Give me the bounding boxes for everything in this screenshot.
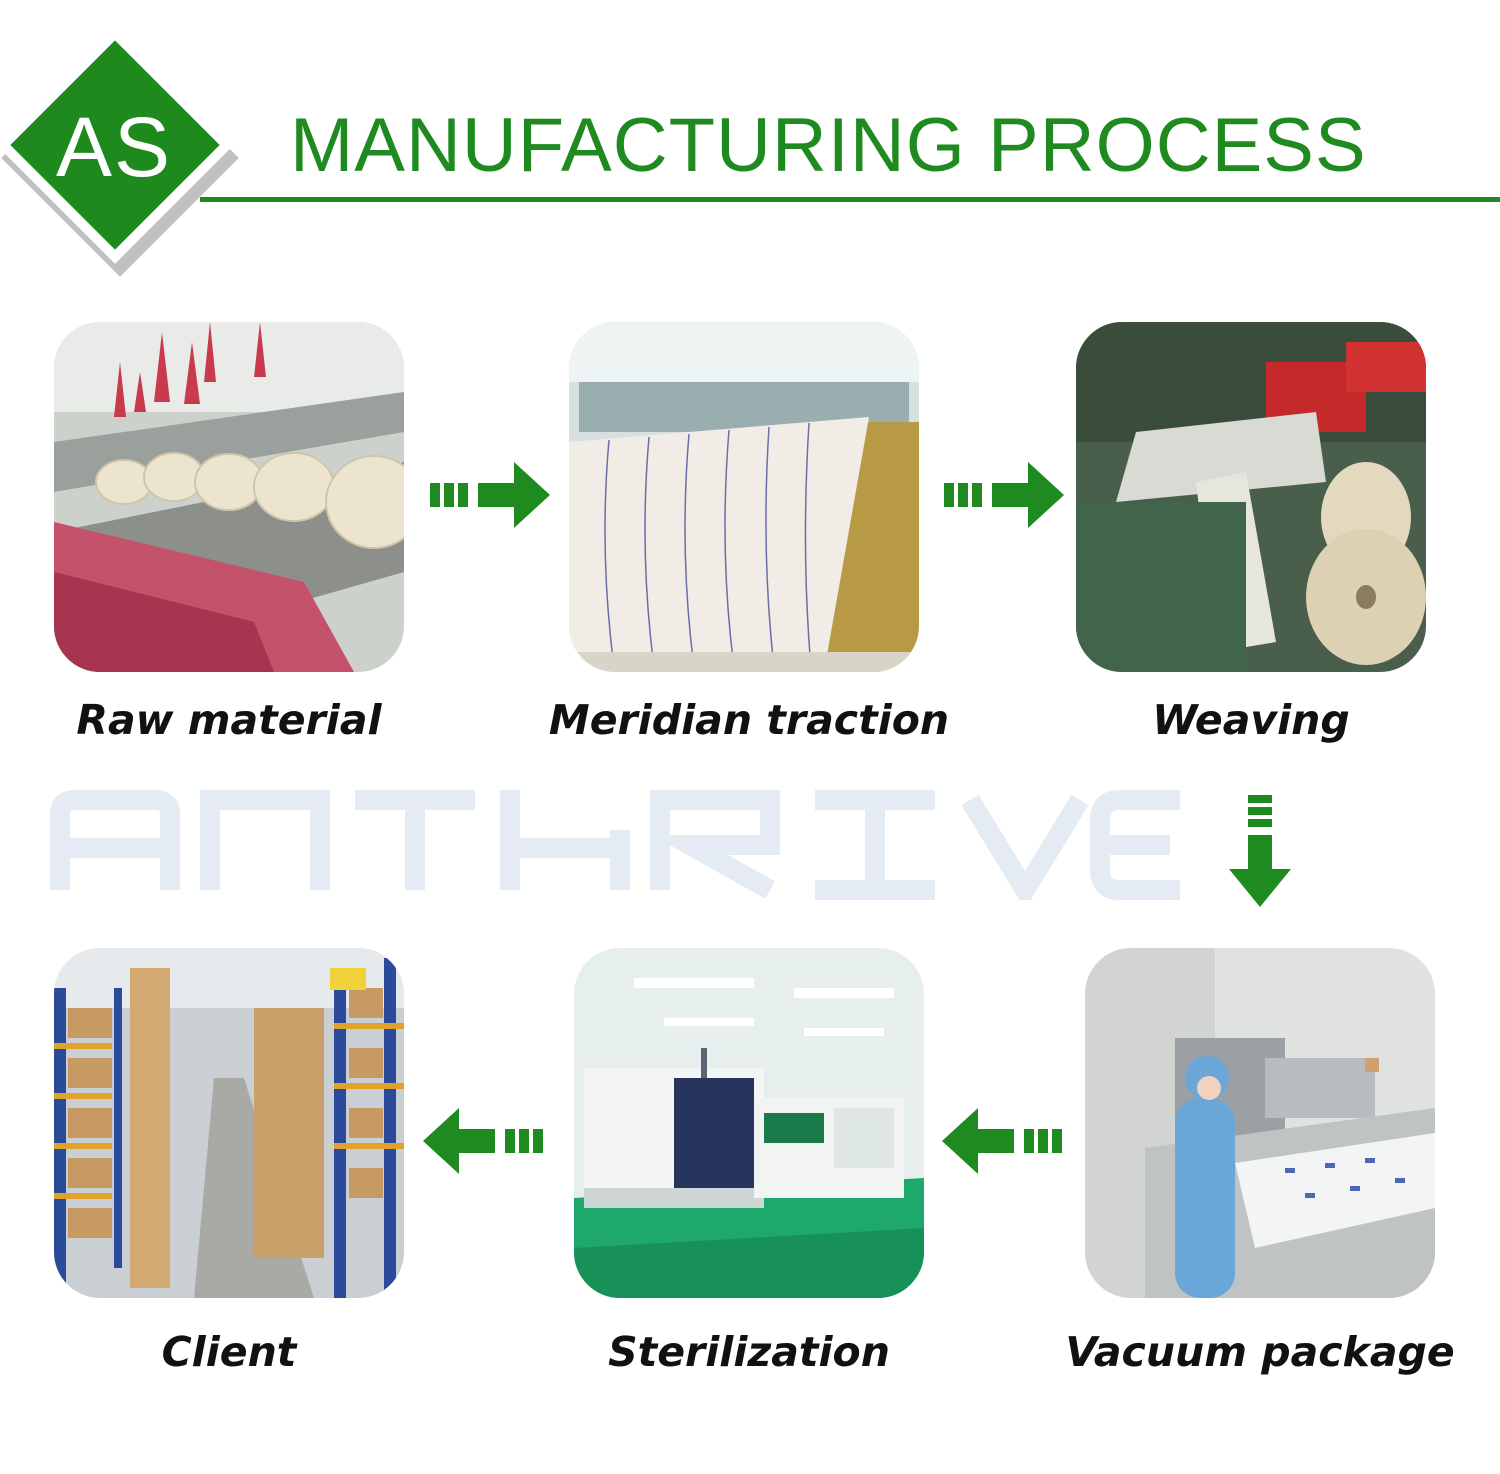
watermark-letter-e bbox=[1090, 790, 1180, 900]
step-image-vacuum-package bbox=[1085, 948, 1435, 1298]
watermark-letter-i bbox=[815, 790, 935, 900]
step-label-vacuum-package: Vacuum package bbox=[1065, 1328, 1455, 1376]
watermark-letter-a bbox=[50, 790, 180, 890]
page-title: MANUFACTURING PROCESS bbox=[290, 103, 1367, 188]
step-label-client: Client bbox=[161, 1328, 297, 1376]
watermark-letter-r bbox=[650, 790, 780, 899]
step-image-sterilization bbox=[574, 948, 924, 1298]
watermark-brand bbox=[50, 790, 1190, 900]
step-image-client bbox=[54, 948, 404, 1298]
arrow-right-1 bbox=[430, 462, 552, 528]
watermark-letter-v bbox=[961, 794, 1089, 900]
step-image-raw-material bbox=[54, 322, 404, 672]
title-underline bbox=[200, 197, 1500, 202]
logo-text: AS bbox=[55, 100, 173, 194]
step-label-raw-material: Raw material bbox=[76, 696, 382, 744]
arrow-right-2 bbox=[944, 462, 1066, 528]
arrow-left-1 bbox=[423, 1108, 545, 1174]
step-image-meridian-traction bbox=[569, 322, 919, 672]
step-image-weaving bbox=[1076, 322, 1426, 672]
watermark-letter-t bbox=[355, 790, 475, 890]
step-label-meridian-traction: Meridian traction bbox=[548, 696, 950, 744]
arrow-left-2 bbox=[942, 1108, 1064, 1174]
step-label-weaving: Weaving bbox=[1152, 696, 1350, 744]
arrow-down bbox=[1229, 795, 1291, 910]
watermark-letter-n bbox=[200, 790, 330, 890]
step-label-sterilization: Sterilization bbox=[608, 1328, 890, 1376]
watermark-letter-h bbox=[500, 790, 630, 890]
